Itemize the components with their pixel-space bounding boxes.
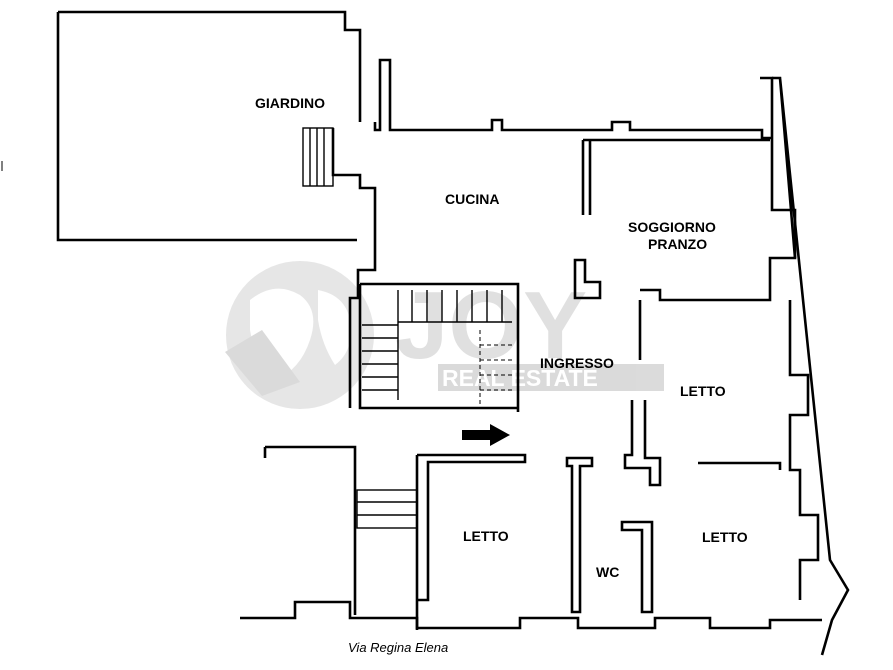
watermark-sub: REAL ESTATE xyxy=(442,365,598,391)
room-label-soggiorno: SOGGIORNO xyxy=(628,219,716,235)
watermark: JOY REAL ESTATE xyxy=(225,261,664,409)
main-staircase xyxy=(358,282,520,412)
room-label-letto-lower: LETTO xyxy=(702,529,748,545)
letto-upper-walls xyxy=(623,300,782,487)
room-label-letto-upper: LETTO xyxy=(680,383,726,399)
room-label-cucina: CUCINA xyxy=(445,191,499,207)
bottom-facade xyxy=(240,600,822,630)
garden-outline xyxy=(56,10,362,242)
corridor-wall xyxy=(263,445,357,615)
room-label-giardino: GIARDINO xyxy=(255,95,325,111)
garden-stairs xyxy=(302,127,334,187)
right-outer-wall xyxy=(772,76,850,656)
right-wall-detail xyxy=(788,300,820,600)
room-label-wc: WC xyxy=(596,564,619,580)
wc-walls xyxy=(565,456,654,614)
room-label-pranzo: PRANZO xyxy=(648,236,707,252)
entrance-stairs xyxy=(356,489,418,529)
watermark-brand: JOY xyxy=(395,272,587,379)
arrow-right-icon xyxy=(462,424,510,446)
room-label-letto-left: LETTO xyxy=(463,528,509,544)
room-label-ingresso: INGRESSO xyxy=(540,355,614,371)
globe-icon xyxy=(225,261,374,409)
building-outer-wall xyxy=(331,58,797,408)
watermark-sub-band xyxy=(438,364,664,391)
pillar xyxy=(573,258,602,300)
street-label: Via Regina Elena xyxy=(348,640,448,655)
